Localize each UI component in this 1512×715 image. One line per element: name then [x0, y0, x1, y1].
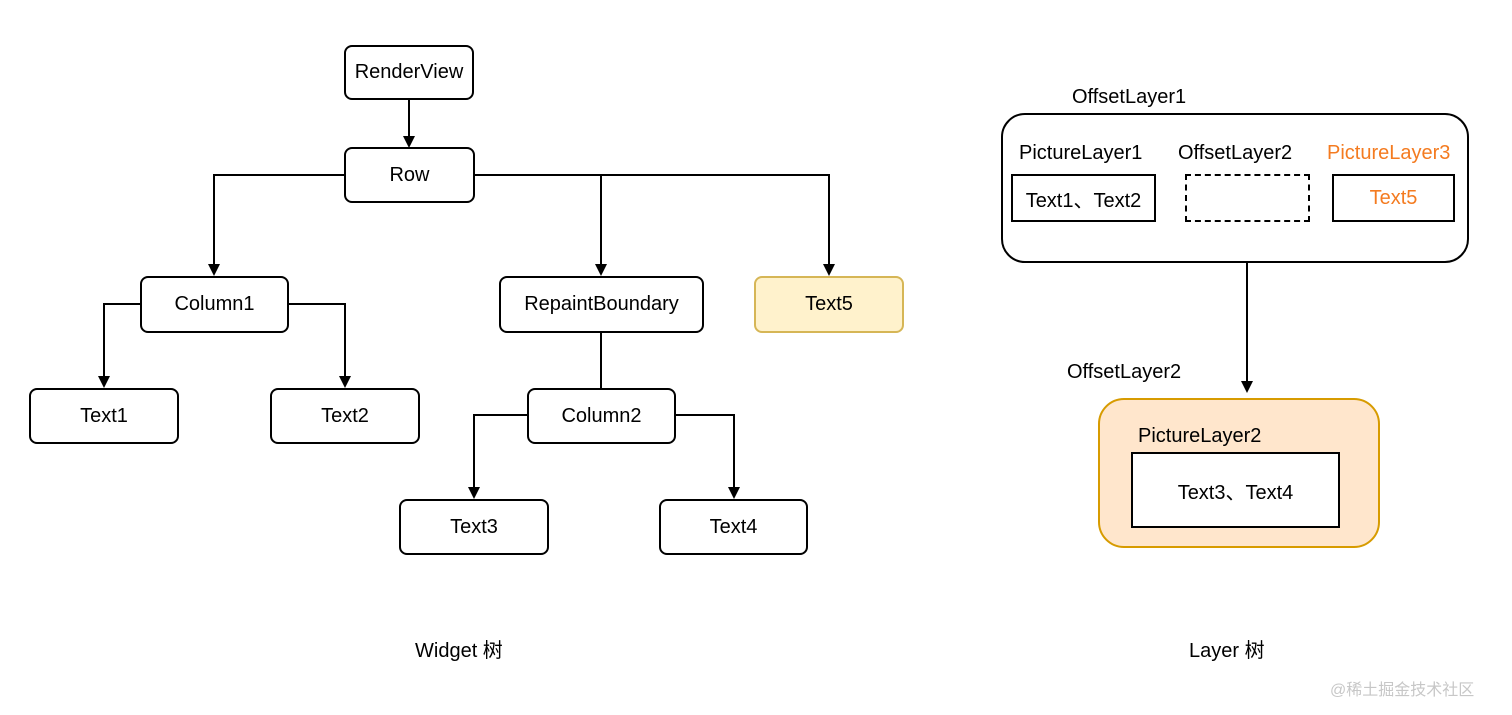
- edge-column2-text4: [676, 414, 740, 499]
- picturelayer1-title: PictureLayer1: [1019, 142, 1143, 164]
- node-text4: Text4: [659, 499, 808, 555]
- edge-column2-text3: [468, 414, 527, 499]
- picturelayer3-box: Text5: [1332, 174, 1455, 222]
- offsetlayer2-slot-box: [1185, 174, 1310, 222]
- picturelayer2-title: PictureLayer2: [1138, 425, 1262, 447]
- picturelayer2-box: Text3、Text4: [1131, 452, 1340, 528]
- picturelayer3-title: PictureLayer3: [1327, 142, 1451, 164]
- node-text3: Text3: [399, 499, 549, 555]
- node-text2: Text2: [270, 388, 420, 444]
- edge-row-repaintboundary: [474, 174, 607, 276]
- offsetlayer1-title: OffsetLayer1: [1072, 86, 1187, 108]
- node-column1: Column1: [140, 276, 289, 333]
- node-repaintboundary: RepaintBoundary: [499, 276, 704, 333]
- node-column2: Column2: [527, 388, 676, 444]
- watermark: @稀土掘金技术社区: [1330, 682, 1475, 699]
- node-text1: Text1: [29, 388, 179, 444]
- layer-tree-caption: Layer 树: [1189, 640, 1265, 662]
- edge-column1-text1: [98, 303, 140, 388]
- edge-row-text5: [601, 174, 835, 276]
- edge-row-column1: [208, 174, 345, 276]
- node-row: Row: [344, 147, 475, 203]
- widget-tree-caption: Widget 树: [415, 640, 503, 662]
- node-text5: Text5: [754, 276, 904, 333]
- offsetlayer2-slot-title: OffsetLayer2: [1178, 142, 1293, 164]
- offsetlayer2-title: OffsetLayer2: [1067, 361, 1182, 383]
- edge-column1-text2: [289, 303, 351, 388]
- node-renderview: RenderView: [344, 45, 474, 100]
- picturelayer1-box: Text1、Text2: [1011, 174, 1156, 222]
